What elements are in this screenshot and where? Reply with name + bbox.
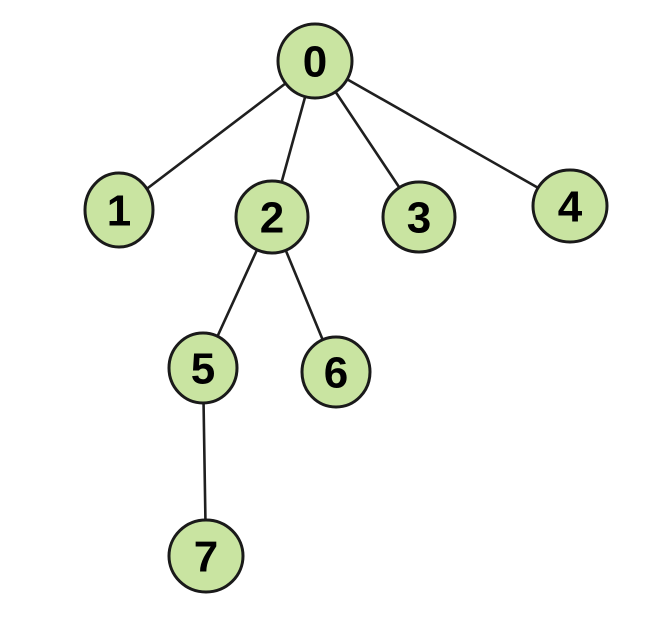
tree-node-1: 1: [83, 171, 155, 249]
tree-node-circle-3: [381, 180, 457, 254]
tree-node-3: 3: [381, 180, 457, 254]
tree-node-label-0: 0: [303, 37, 327, 86]
tree-node-5: 5: [167, 331, 239, 405]
tree-node-7: 7: [167, 518, 245, 594]
tree-edges: [117, 59, 572, 558]
tree-node-circle-4: [531, 168, 609, 244]
tree-node-circle-0: [276, 22, 354, 100]
tree-node-4: 4: [531, 168, 609, 244]
tree-node-circle-7: [167, 518, 245, 594]
tree-node-circle-6: [300, 335, 372, 409]
tree-node-label-3: 3: [407, 193, 431, 242]
tree-node-label-6: 6: [324, 348, 348, 397]
tree-edge-0-4: [313, 59, 572, 208]
tree-node-circle-1: [83, 171, 155, 249]
tree-node-0: 0: [276, 22, 354, 100]
tree-node-label-7: 7: [194, 532, 218, 581]
tree-node-label-2: 2: [260, 193, 284, 242]
tree-nodes: 0 1 2 3 4 5 6 7: [83, 22, 609, 594]
tree-node-2: 2: [234, 179, 310, 255]
tree-node-circle-2: [234, 179, 310, 255]
tree-node-6: 6: [300, 335, 372, 409]
tree-node-label-4: 4: [558, 182, 583, 231]
tree-node-circle-5: [167, 331, 239, 405]
tree-edge-0-1: [117, 59, 317, 212]
tree-node-label-1: 1: [107, 186, 131, 235]
tree-node-label-5: 5: [191, 344, 215, 393]
